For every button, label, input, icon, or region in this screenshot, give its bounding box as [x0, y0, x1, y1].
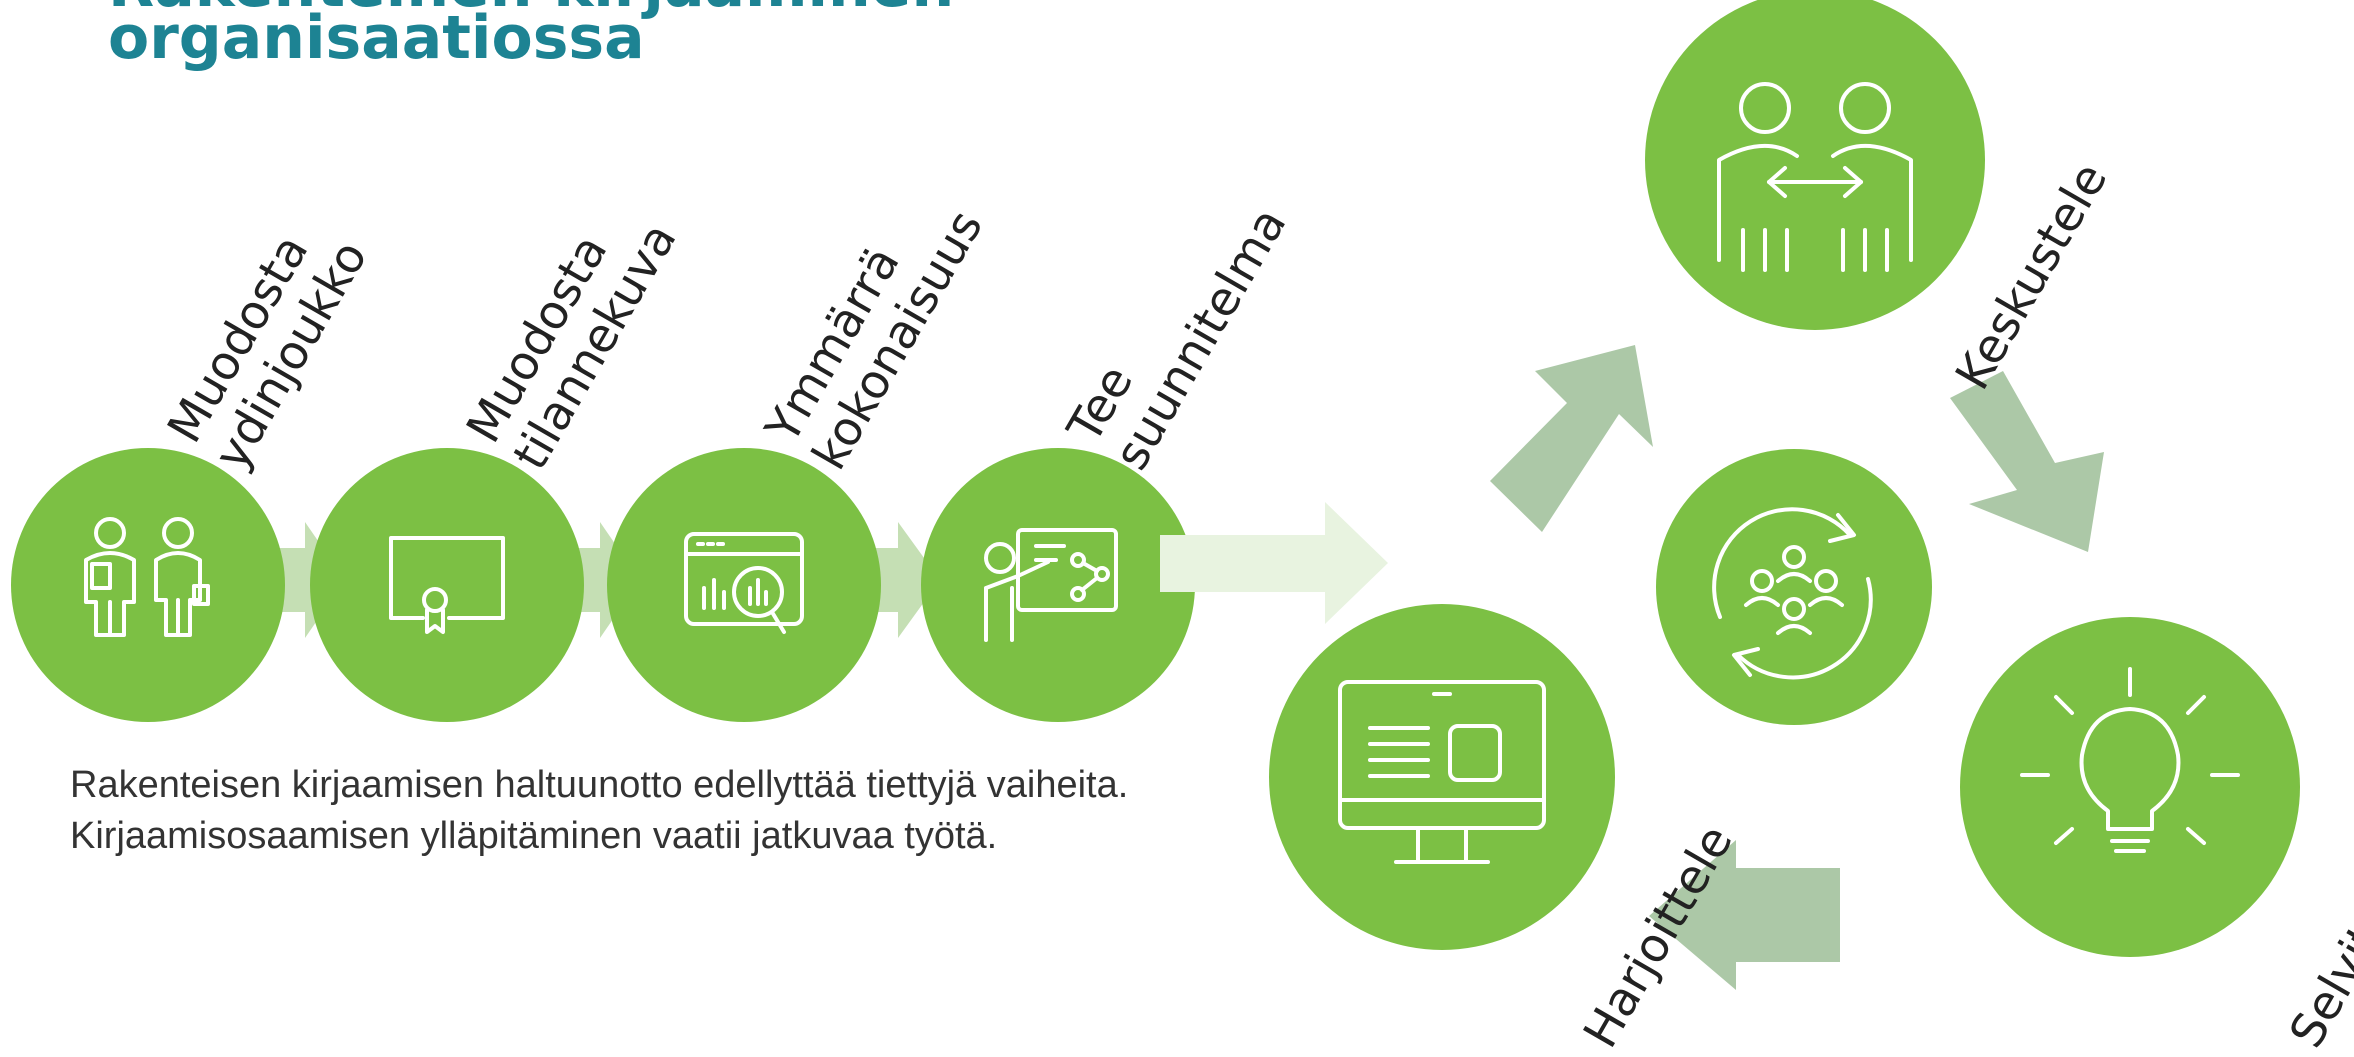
- cycle-arrow-up: [1490, 345, 1653, 532]
- people-exchange-icon: [1717, 82, 1913, 272]
- diagram-graphics: [11, 0, 2300, 990]
- step-arrow-1: [270, 522, 345, 638]
- cycle-circle-keskustele: [1645, 0, 1985, 330]
- description-text: Rakenteisen kirjaamisen haltuunotto edel…: [70, 764, 1129, 857]
- process-diagram: Rakenteinen kirjaaminen organisaatiossa: [11, 0, 2354, 1057]
- transition-arrow: [1160, 502, 1388, 624]
- step-circle-4: [921, 448, 1195, 722]
- certificate-icon: [389, 536, 505, 634]
- title-line-1: Rakenteinen kirjaaminen: [108, 0, 954, 16]
- team-refresh-icon: [1712, 507, 1873, 680]
- step-arrow-3: [863, 522, 940, 638]
- cycle-arrow-down: [1950, 371, 2104, 552]
- people-with-document-icon: [84, 517, 210, 637]
- title-line-2: organisaatiossa: [108, 3, 645, 73]
- step-circle-3: [607, 448, 881, 722]
- step-circle-1: [11, 448, 285, 722]
- cycle-circle-center: [1656, 449, 1932, 725]
- presentation-board-icon: [984, 528, 1118, 642]
- step-arrow-2: [565, 522, 640, 638]
- computer-monitor-icon: [1338, 680, 1546, 864]
- cycle-circle-harjoittele: [1269, 604, 1615, 950]
- lightbulb-icon: [2020, 667, 2240, 853]
- cycle-arrow-left: [1649, 840, 1840, 990]
- step-circle-2: [310, 448, 584, 722]
- cycle-circle-selvita: [1960, 617, 2300, 957]
- analytics-window-icon: [684, 532, 804, 634]
